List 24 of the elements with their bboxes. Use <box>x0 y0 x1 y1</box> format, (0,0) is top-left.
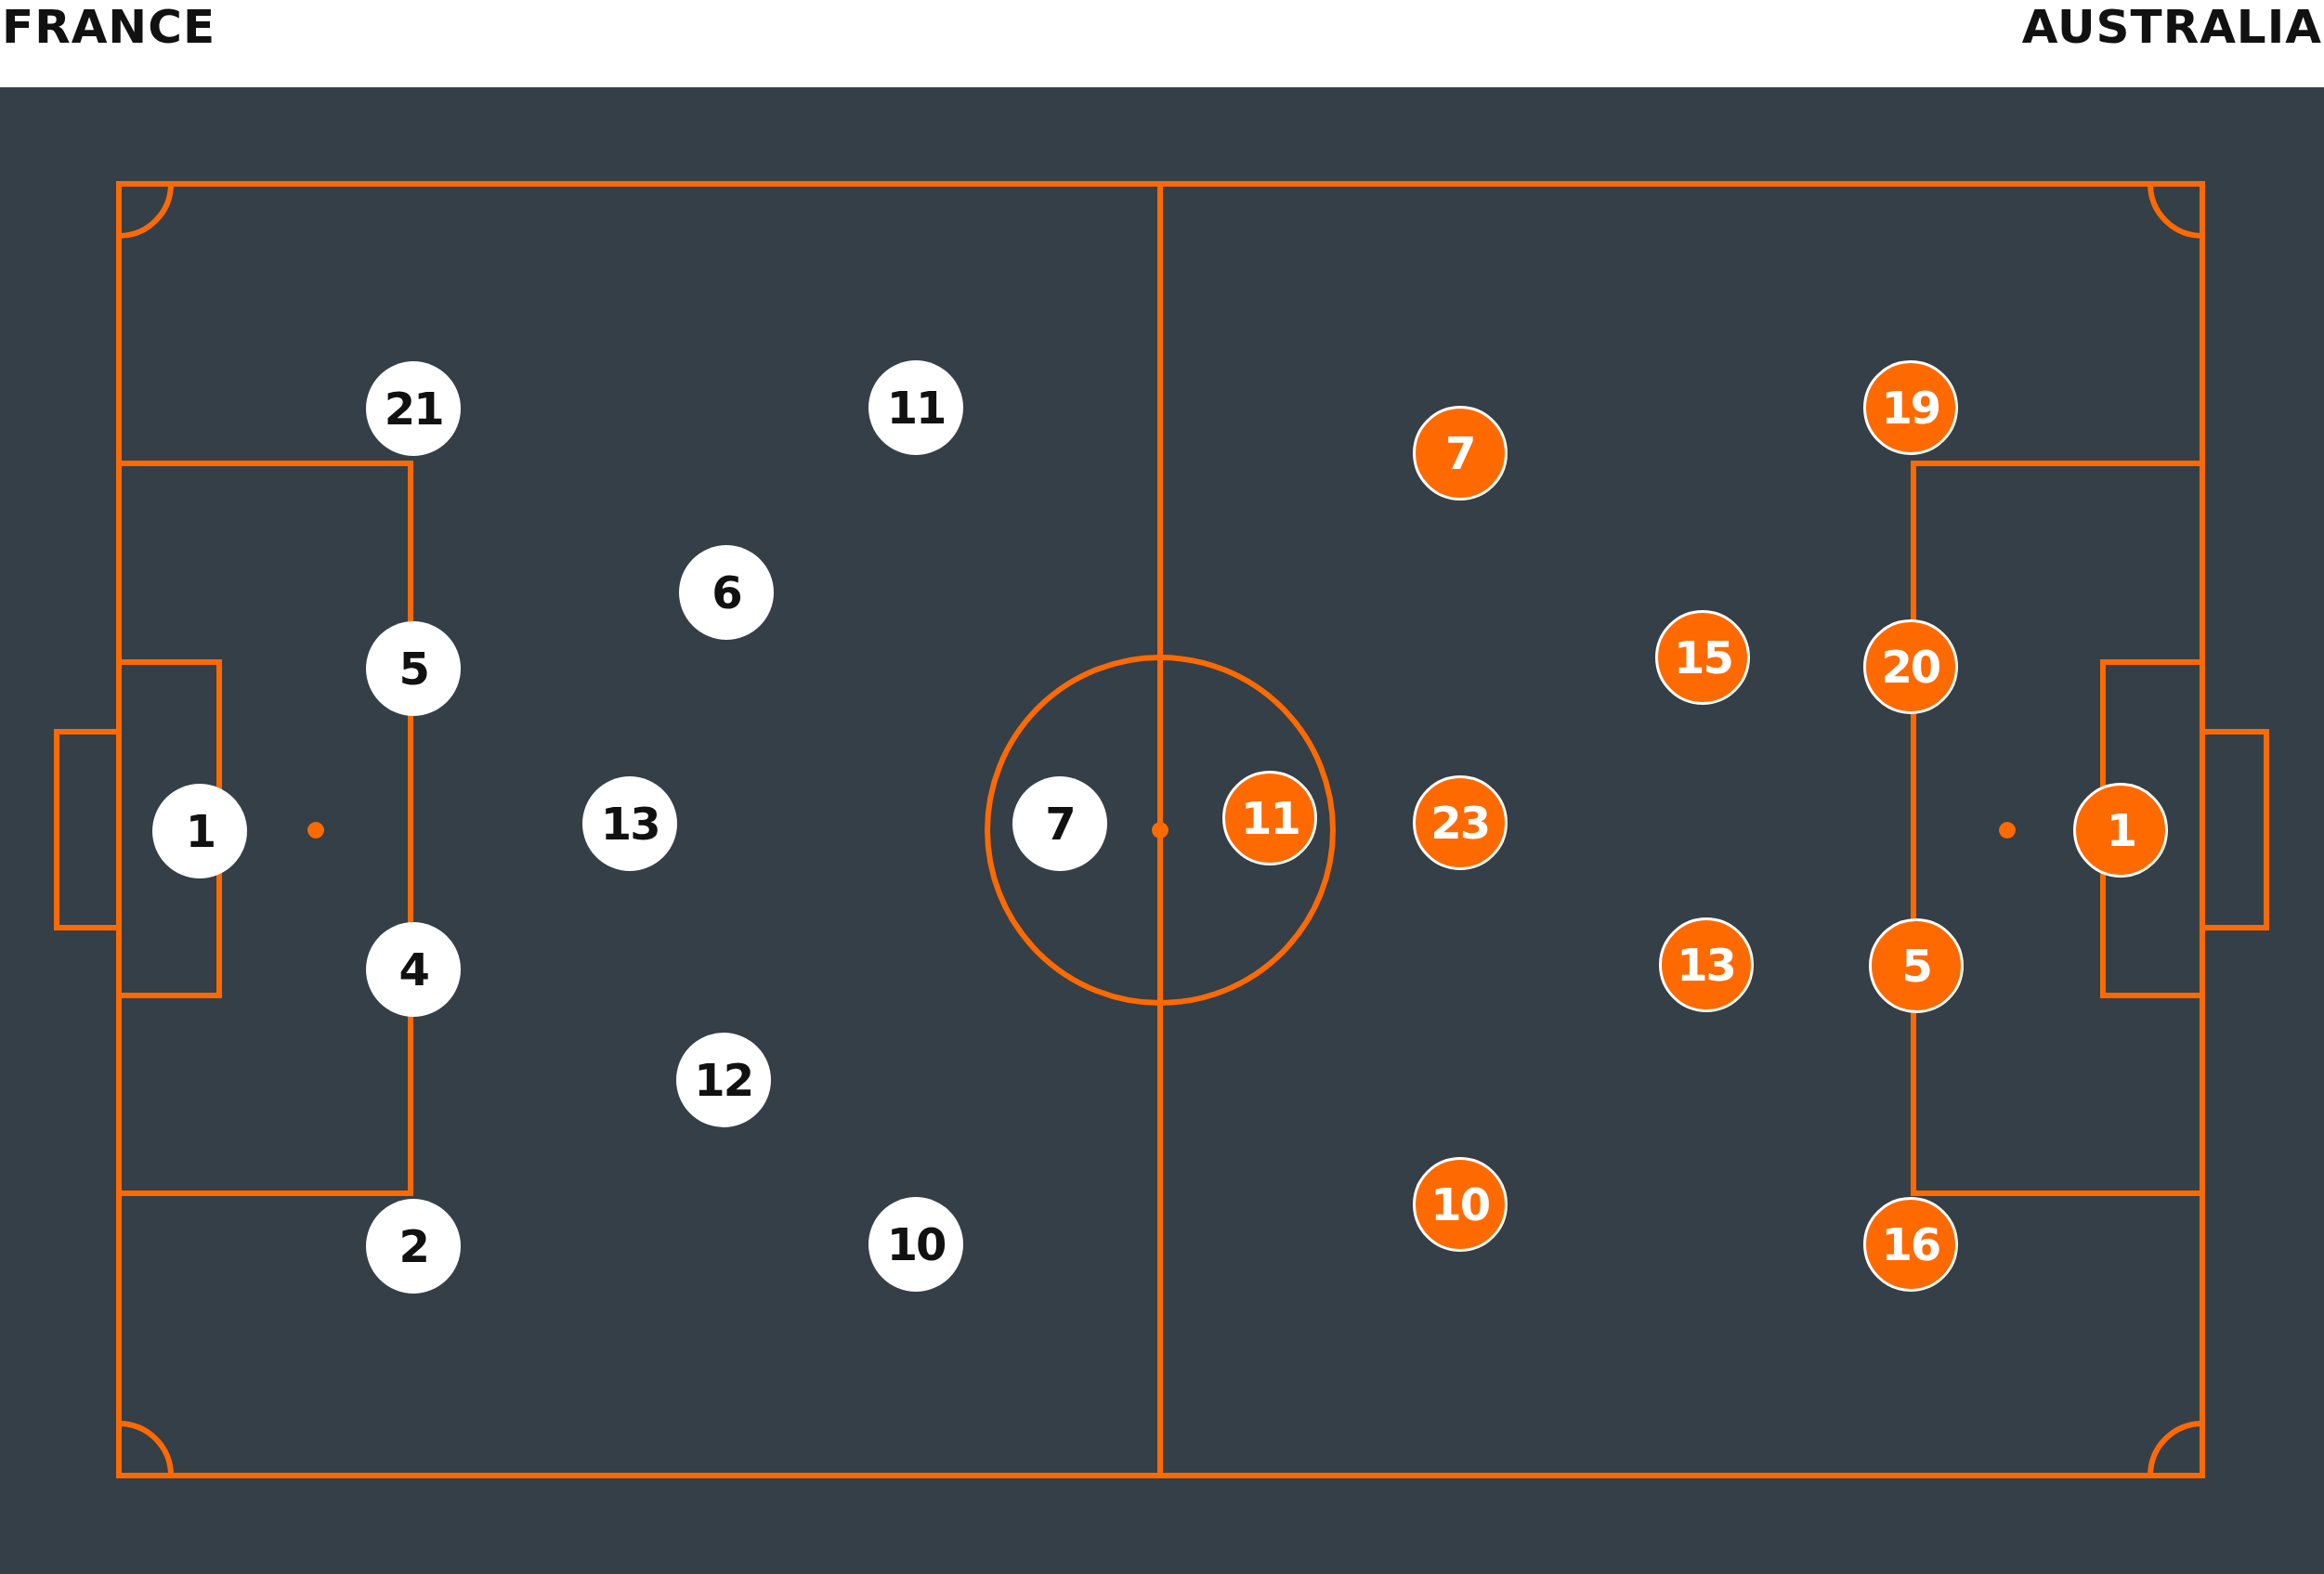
player-number: 1 <box>2106 807 2136 852</box>
player-number: 23 <box>1430 800 1490 845</box>
player-number: 13 <box>600 801 659 847</box>
player-number: 2 <box>398 1223 428 1268</box>
player-number: 4 <box>398 946 428 992</box>
player-number: 15 <box>1674 635 1732 681</box>
player-number: 21 <box>384 386 443 432</box>
player-number: 13 <box>1677 942 1735 987</box>
player-number: 10 <box>1430 1182 1490 1228</box>
player-number: 10 <box>886 1222 946 1268</box>
player-number: 19 <box>1881 384 1940 430</box>
player-number: 7 <box>1045 801 1075 847</box>
team-name: AUSTRALIA <box>2021 0 2322 54</box>
player-number: 5 <box>1901 943 1931 989</box>
player-number: 11 <box>886 384 946 430</box>
player-number: 5 <box>398 645 428 691</box>
player-number: 6 <box>712 570 741 616</box>
player-number: 1 <box>185 809 215 854</box>
player-number: 16 <box>1881 1222 1940 1268</box>
player-number: 11 <box>1241 795 1299 840</box>
player-number: 20 <box>1881 644 1940 690</box>
player-number: 7 <box>1445 431 1475 476</box>
team-name: FRANCE <box>2 0 216 54</box>
player-number: 12 <box>694 1058 753 1103</box>
